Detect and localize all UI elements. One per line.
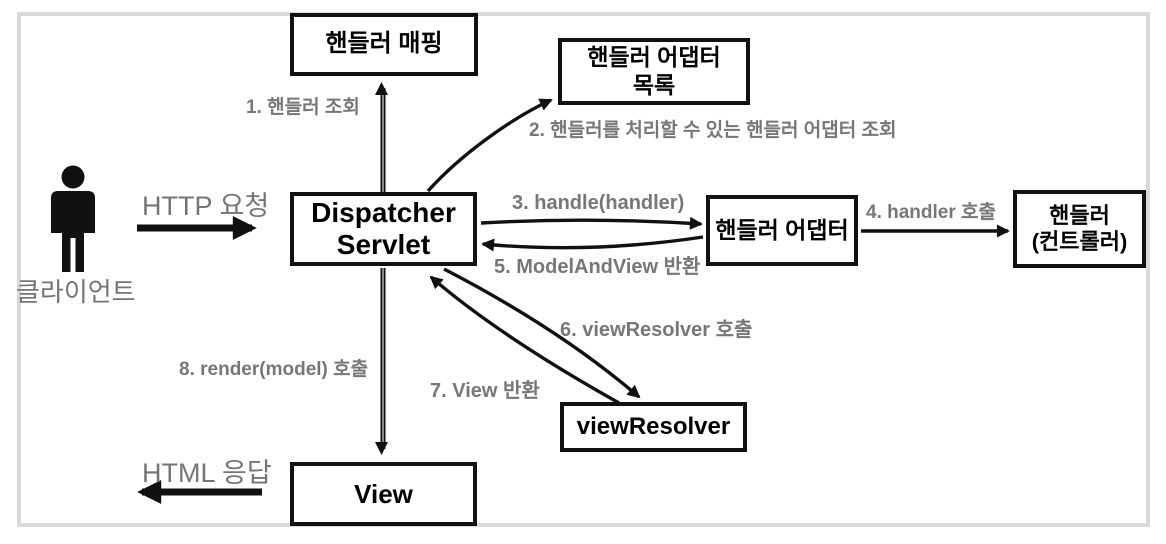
step2-label: 2. 핸들러를 처리할 수 있는 핸들러 어댑터 조회 <box>529 120 897 141</box>
person-icon <box>51 165 95 272</box>
box-dispatcher-line2: Servlet <box>336 229 431 260</box>
box-dispatcher-servlet: Dispatcher Servlet <box>290 192 477 266</box>
step8-label: 8. render(model) 호출 <box>179 359 369 380</box>
box-handler-controller-line1: 핸들러 <box>1049 203 1110 229</box>
box-handler-adapter-list: 핸들러 어댑터 목록 <box>558 38 750 105</box>
arrow-step6-viewresolver-call <box>443 267 641 399</box>
step3-label: 3. handle(handler) <box>512 192 685 214</box>
html-response-label: HTML 응답 <box>142 458 272 488</box>
step5-label: 5. ModelAndView 반환 <box>494 256 701 278</box>
box-dispatcher-line1: Dispatcher <box>311 196 456 228</box>
arrow-step3-handle <box>480 216 703 230</box>
box-view-resolver: viewResolver <box>560 402 747 452</box>
box-handler-adapter: 핸들러 어댑터 <box>706 195 858 266</box>
step7-label: 7. View 반환 <box>430 380 540 402</box>
box-handler-mapping-label: 핸들러 매핑 <box>325 30 443 58</box>
client-label: 클라이언트 <box>16 277 136 307</box>
box-view-label: View <box>354 478 413 509</box>
step1-label: 1. 핸들러 조회 <box>246 97 360 118</box>
diagram-frame <box>17 12 1150 527</box>
arrow-step5-modelandview-return <box>481 235 704 252</box>
http-request-label: HTTP 요청 <box>142 191 270 221</box>
box-handler-controller: 핸들러 (컨트롤러) <box>1013 190 1146 268</box>
box-handler-adapter-list-line1: 핸들러 어댑터 <box>587 44 721 71</box>
arrow-step1-handler-lookup <box>375 82 388 192</box>
step4-label: 4. handler 호출 <box>866 202 996 223</box>
arrow-step2-adapter-lookup <box>426 98 553 193</box>
box-handler-controller-line2: (컨트롤러) <box>1031 229 1128 254</box>
step6-label: 6. viewResolver 호출 <box>560 319 753 341</box>
arrow-step8-render-call <box>375 268 388 455</box>
box-view-resolver-label: viewResolver <box>576 412 731 440</box>
box-handler-mapping: 핸들러 매핑 <box>290 13 478 76</box>
box-handler-adapter-list-line2: 목록 <box>632 71 676 98</box>
box-view: View <box>290 462 477 526</box>
arrow-step7-view-return <box>429 275 620 405</box>
box-handler-adapter-label: 핸들러 어댑터 <box>715 216 849 243</box>
